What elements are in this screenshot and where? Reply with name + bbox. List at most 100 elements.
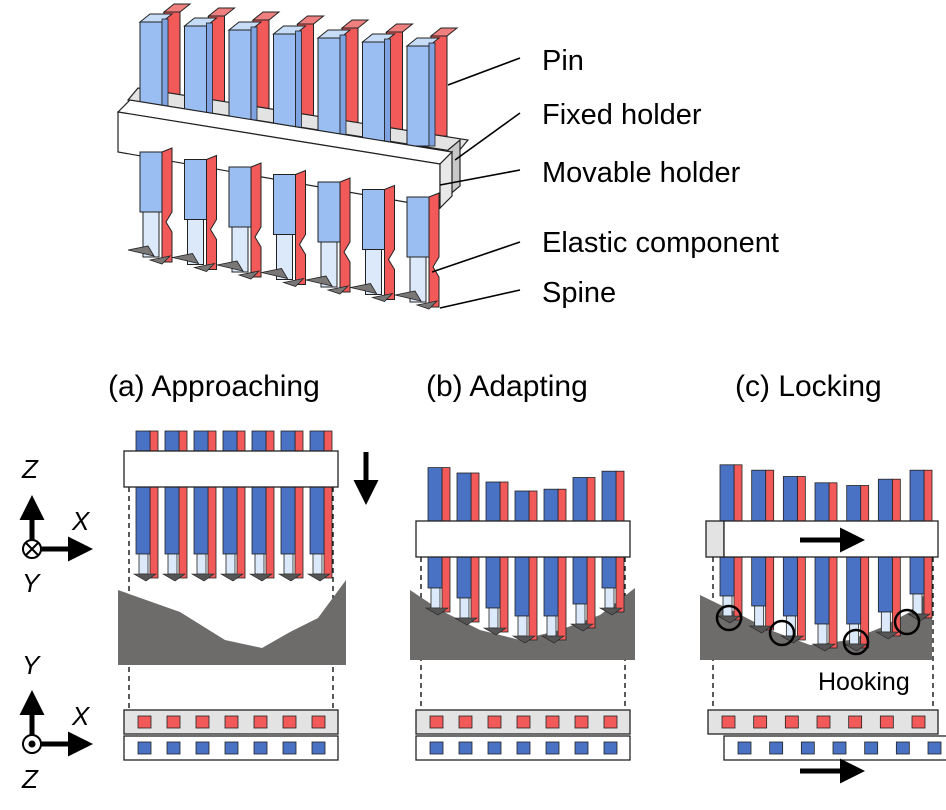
- hooking-circle: [842, 628, 870, 656]
- spine: [843, 643, 868, 652]
- elastic-component: [196, 553, 207, 575]
- spine: [350, 283, 378, 295]
- hooking-circle: [768, 619, 796, 647]
- pin-blue-lower: [317, 181, 341, 243]
- spine: [598, 607, 623, 616]
- pin-blue-top-view: [458, 741, 473, 755]
- spine: [306, 573, 331, 582]
- spine: [511, 635, 536, 644]
- leader-lines: [431, 57, 521, 309]
- spine: [748, 625, 773, 634]
- leader-pin: [447, 57, 521, 86]
- pin-red-top-view: [458, 715, 473, 729]
- pin-blue-top-view: [487, 741, 502, 755]
- pin-blue-top-view: [137, 741, 152, 755]
- pin-red: [557, 488, 567, 641]
- spine: [305, 275, 333, 287]
- elastic-component: [754, 605, 765, 627]
- pin-blue-upper: [362, 41, 385, 143]
- pin-red-lower: [250, 162, 262, 278]
- pin-red-top: [207, 7, 236, 17]
- panel-c-title: (c) Locking: [735, 370, 882, 403]
- pin-red-top-view: [721, 715, 736, 729]
- pin-blue-top-view: [832, 741, 847, 755]
- pin-blue-top-view: [800, 741, 815, 755]
- pin-blue-top-view: [195, 741, 210, 755]
- pin-blue-top-view: [253, 741, 268, 755]
- pin-blue-top-view: [429, 741, 444, 755]
- pin-blue-lower: [406, 196, 430, 258]
- cross-in-circle-icon: [22, 539, 42, 559]
- hooking-label: Hooking: [818, 668, 910, 696]
- pin-red: [860, 485, 870, 649]
- pin-blue: [309, 430, 325, 555]
- spine: [569, 623, 594, 632]
- pin-blue-lower: [362, 189, 385, 250]
- pin-blue-side: [339, 34, 347, 139]
- pin-red-lower: [384, 184, 395, 300]
- pin-blue-upper: [406, 45, 430, 147]
- spine: [132, 573, 157, 582]
- elastic-component: [409, 256, 427, 303]
- pin-red-top: [340, 19, 370, 29]
- axis-top-right-label: X: [71, 701, 91, 731]
- spine: [394, 290, 422, 302]
- pin-blue: [251, 430, 267, 555]
- pin-red-lower: [428, 192, 440, 308]
- pin-blue-top-view: [737, 741, 752, 755]
- pin-blue-upper: [317, 37, 341, 139]
- spine: [216, 260, 244, 272]
- label-pin: Pin: [542, 45, 584, 77]
- leader-movable-holder: [439, 169, 521, 186]
- pin-blue-top-view: [516, 741, 531, 755]
- pin-red-top-view: [516, 715, 531, 729]
- pin-blue-top-view: [864, 741, 879, 755]
- rock-terrain: [410, 588, 635, 660]
- spine: [811, 643, 836, 652]
- panel-a-title: (a) Approaching: [108, 370, 320, 403]
- pin-blue-top-view: [282, 741, 297, 755]
- pin-red-top: [162, 3, 192, 13]
- pin-red-top-view: [311, 715, 326, 729]
- holder: [123, 450, 339, 488]
- spine: [190, 573, 215, 582]
- elastic-component: [231, 226, 249, 273]
- elastic-component: [138, 553, 149, 575]
- pin-red-lower: [295, 169, 306, 285]
- spine: [716, 615, 741, 624]
- pin-red: [796, 476, 806, 641]
- pin-red-lower: [339, 177, 351, 293]
- spine: [161, 573, 186, 582]
- pin-blue-lower: [228, 166, 252, 228]
- pin-blue-top-view: [166, 741, 181, 755]
- pin-red-top-view: [282, 715, 297, 729]
- panel-c-locking: [700, 464, 946, 761]
- movable-holder-side: [439, 150, 453, 210]
- pin-red-top-view: [166, 715, 181, 729]
- hooking-circle: [715, 604, 743, 632]
- pin-blue-side: [206, 22, 213, 127]
- pin-red-top-view: [603, 715, 618, 729]
- spine: [424, 607, 449, 616]
- elastic-component: [187, 219, 204, 265]
- axis-side-depth-label: Y: [22, 568, 41, 598]
- elastic-component: [604, 587, 615, 609]
- spine: [237, 270, 261, 280]
- axis-top-depth-label: Z: [21, 764, 39, 794]
- spine: [261, 268, 289, 280]
- elastic-component: [430, 587, 441, 609]
- rock-terrain: [118, 580, 346, 665]
- pin-red-top: [429, 27, 459, 37]
- pin-red-top-view: [879, 715, 894, 729]
- pin-red-top-view: [753, 715, 768, 729]
- spine: [148, 255, 172, 265]
- pin-blue-side: [428, 42, 436, 147]
- leader-fixed-holder: [454, 112, 521, 161]
- spine: [370, 292, 394, 302]
- panel-b-title: (b) Adapting: [426, 370, 588, 403]
- pin-red-lower: [161, 147, 173, 263]
- rock-terrain: [700, 585, 932, 660]
- elastic-component: [365, 249, 382, 295]
- hooking-circle: [893, 608, 921, 636]
- pin-red-top-view: [224, 715, 239, 729]
